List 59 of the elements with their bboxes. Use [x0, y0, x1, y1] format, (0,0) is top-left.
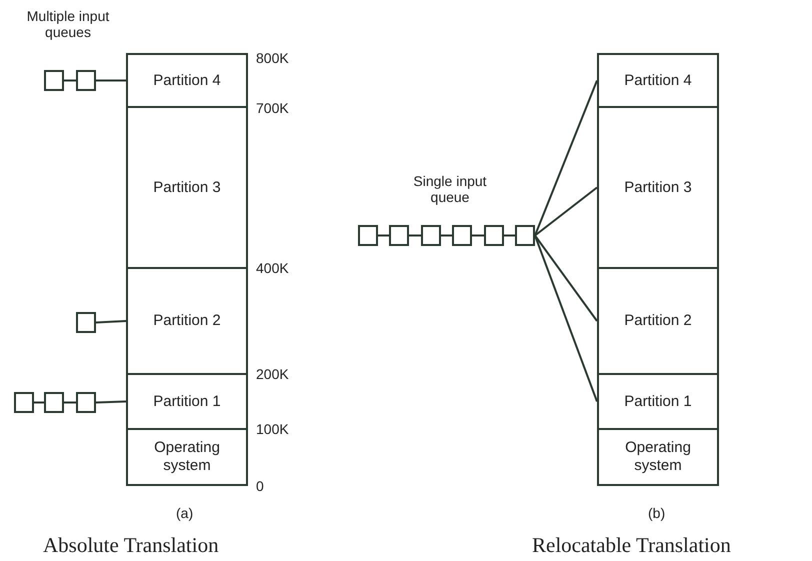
- partition-label: Partition 3: [624, 178, 692, 196]
- memory-partition: [126, 373, 248, 430]
- memory-partition: [597, 373, 719, 430]
- partition-label: Partition 4: [153, 72, 221, 90]
- partition-label: Partition 1: [153, 392, 221, 410]
- memory-partition: [597, 428, 719, 486]
- connector-line: [504, 234, 515, 236]
- partition-label: Partition 2: [153, 312, 221, 330]
- connector-line: [534, 235, 598, 402]
- memory-partition: [126, 428, 248, 486]
- figure-caption: Relocatable Translation: [532, 533, 731, 557]
- queue-slot: [484, 225, 504, 246]
- partition-label: Partition 2: [624, 312, 692, 330]
- address-label: 100K: [256, 421, 289, 437]
- memory-partition: [126, 267, 248, 375]
- connector-line: [441, 234, 452, 236]
- queue-slot: [421, 225, 441, 246]
- connector-line: [409, 234, 421, 236]
- queue-slot: [44, 392, 64, 413]
- address-label: 0: [256, 478, 264, 494]
- partition-label: Operating system: [153, 439, 221, 475]
- connector-line: [534, 80, 598, 236]
- connector-line: [96, 320, 126, 324]
- queue-slot: [358, 225, 378, 246]
- address-label: 800K: [256, 50, 289, 66]
- connector-line: [96, 400, 126, 404]
- memory-partition: [597, 267, 719, 375]
- partition-label: Partition 4: [624, 72, 692, 90]
- queue-caption: Single input queue: [412, 173, 488, 205]
- connector-line: [378, 234, 389, 236]
- queue-slot: [515, 225, 535, 246]
- queue-slot: [76, 312, 96, 333]
- panel-label: (a): [176, 505, 194, 521]
- address-label: 400K: [256, 260, 289, 276]
- connector-line: [96, 80, 126, 82]
- connector-line: [64, 402, 76, 404]
- queue-slot: [14, 392, 34, 413]
- memory-partition: [126, 106, 248, 269]
- queue-slot: [44, 70, 64, 91]
- queue-slot: [76, 392, 96, 413]
- address-label: 200K: [256, 366, 289, 382]
- partition-label: Partition 1: [624, 392, 692, 410]
- connector-line: [472, 234, 484, 236]
- figure-caption: Absolute Translation: [43, 533, 219, 557]
- memory-partition: [597, 106, 719, 269]
- queue-slot: [389, 225, 409, 246]
- panel-label: (b): [648, 505, 666, 521]
- connector-line: [534, 186, 598, 236]
- memory-partition: [126, 53, 248, 108]
- queue-slot: [76, 70, 96, 91]
- connector-line: [34, 402, 44, 404]
- connector-line: [64, 80, 76, 82]
- address-label: 700K: [256, 100, 289, 116]
- queue-slot: [452, 225, 472, 246]
- queue-caption: Multiple input queues: [26, 8, 110, 40]
- partition-label: Partition 3: [153, 178, 221, 196]
- memory-partition: [597, 53, 719, 108]
- connector-line: [534, 234, 598, 322]
- partition-label: Operating system: [624, 439, 692, 475]
